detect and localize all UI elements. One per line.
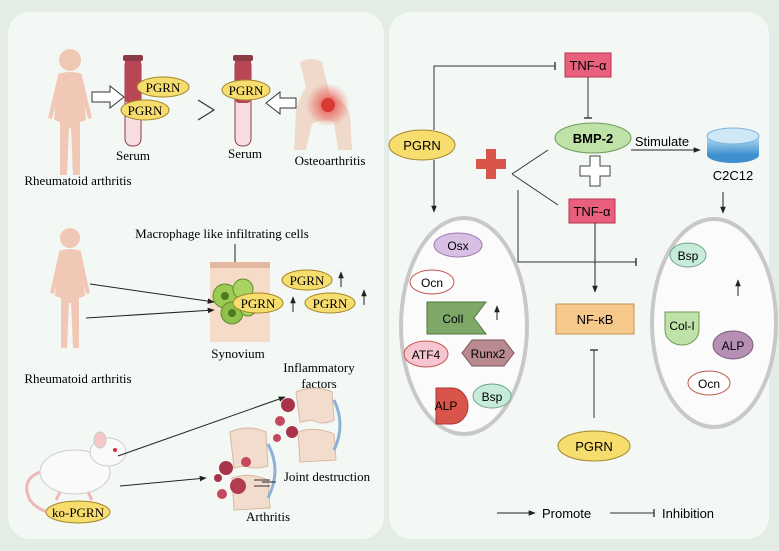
serum-label-left: Serum — [116, 148, 150, 163]
runx2-label: Runx2 — [471, 347, 506, 361]
marker-osx: Osx — [433, 232, 483, 258]
legend-promote-label: Promote — [542, 506, 591, 521]
pgrn-ellipse-serum-1: PGRN — [136, 76, 190, 98]
pgrn-label: PGRN — [290, 273, 325, 288]
tnf-mid-label: TNF-α — [573, 204, 611, 219]
marker-ocn-right: Ocn — [687, 370, 731, 396]
pgrn-label: PGRN — [128, 103, 163, 118]
atf4-label: ATF4 — [412, 348, 441, 362]
pgrn-label: PGRN — [241, 296, 276, 311]
marker-colii: ColI — [426, 301, 487, 335]
pgrn-ellipse-syn-1: PGRN — [281, 269, 333, 291]
c2c12-label: C2C12 — [713, 168, 753, 183]
knee-joint-image — [294, 59, 352, 150]
stimulate-label: Stimulate — [635, 134, 689, 149]
pgrn-label: PGRN — [146, 80, 181, 95]
pgrn-bottom-node: PGRN — [557, 430, 631, 462]
arthritis-label: Arthritis — [246, 509, 290, 524]
ocn-right-label: Ocn — [698, 377, 720, 391]
pgrn-bottom-label: PGRN — [575, 439, 613, 454]
pgrn-ellipse-serum-3: PGRN — [221, 79, 271, 101]
col-i-label: Col-I — [669, 319, 694, 333]
serum-label-right: Serum — [228, 146, 262, 161]
ko-pgrn-label: ko-PGRN — [52, 505, 105, 520]
tnf-alpha-mid-box: TNF-α — [568, 198, 616, 224]
nfkb-label: NF-κB — [577, 312, 614, 327]
tnf-alpha-top-box: TNF-α — [564, 52, 612, 78]
pgrn-label: PGRN — [229, 83, 264, 98]
marker-atf4: ATF4 — [403, 340, 449, 368]
marker-runx2: Runx2 — [461, 339, 515, 367]
marker-bsp-left: Bsp — [472, 383, 512, 409]
line-cross-to-bmp2 — [511, 149, 549, 175]
pgrn-label: PGRN — [313, 296, 348, 311]
alp-right-label: ALP — [722, 339, 745, 353]
red-cross-icon — [476, 149, 506, 179]
osx-label: Osx — [447, 239, 468, 253]
synovium-tissue — [210, 262, 270, 342]
ko-pgrn-badge: ko-PGRN — [45, 500, 111, 524]
white-cross-icon — [579, 155, 611, 187]
macrophage-label: Macrophage like infiltrating cells — [135, 226, 309, 241]
right-marker-oval — [650, 217, 778, 429]
marker-alp-left: ALP — [435, 387, 469, 425]
human-figure-synovium — [50, 228, 90, 348]
nfkb-box: NF-κB — [555, 303, 635, 335]
marker-col-i: Col-I — [664, 311, 700, 346]
colii-label: ColI — [442, 312, 463, 326]
bsp-left-label: Bsp — [482, 390, 503, 404]
joint-destruction-label: Joint destruction — [284, 469, 371, 484]
synovium-label: Synovium — [211, 346, 264, 361]
line-cross-to-tnf — [511, 173, 559, 206]
hollow-arrow-2 — [265, 90, 297, 116]
greater-than-icon — [197, 99, 216, 121]
inflammatory-label-2: factors — [301, 376, 336, 391]
bmp2-label: BMP-2 — [573, 131, 613, 146]
alp-left-label: ALP — [435, 399, 458, 413]
mouse-icon — [25, 431, 127, 515]
bmp2-node: BMP-2 — [554, 122, 632, 154]
arrow-mouse-to-inflammatory — [117, 396, 286, 457]
inflammatory-label-1: Inflammatory — [283, 360, 355, 375]
pgrn-top-label: PGRN — [403, 138, 441, 153]
condition-rheumatoid-2: Rheumatoid arthritis — [24, 371, 131, 386]
arrow-mouse-to-arthritis — [119, 475, 207, 487]
marker-bsp-right: Bsp — [669, 242, 707, 268]
legend-inhibition-label: Inhibition — [662, 506, 714, 521]
pgrn-ellipse-serum-2: PGRN — [120, 99, 170, 121]
arrow-patient-to-synovium-1 — [89, 283, 215, 304]
hollow-arrow-1 — [91, 84, 125, 110]
pgrn-ellipse-syn-3: PGRN — [304, 292, 356, 314]
petri-dish-icon — [706, 127, 760, 163]
marker-alp-right: ALP — [712, 330, 754, 360]
ocn-left-label: Ocn — [421, 276, 443, 290]
bsp-right-label: Bsp — [678, 249, 699, 263]
joint-image-arthritis — [214, 427, 277, 511]
legend: Promote Inhibition — [497, 506, 714, 521]
marker-ocn-left: Ocn — [409, 269, 455, 295]
inhibit-cross-to-nfkb — [517, 190, 637, 266]
human-figure-rheumatoid — [48, 49, 92, 175]
pgrn-top-node: PGRN — [388, 129, 456, 161]
pgrn-ellipse-syn-2: PGRN — [232, 292, 284, 314]
condition-rheumatoid-1: Rheumatoid arthritis — [24, 173, 131, 188]
arrow-patient-to-synovium-2 — [85, 307, 215, 319]
joint-image-inflammatory — [273, 387, 342, 463]
condition-osteoarthritis: Osteoarthritis — [295, 153, 366, 168]
inhibit-pgrn-to-tnf — [433, 62, 556, 130]
serum-tube-right — [233, 55, 253, 147]
tnf-top-label: TNF-α — [569, 58, 607, 73]
